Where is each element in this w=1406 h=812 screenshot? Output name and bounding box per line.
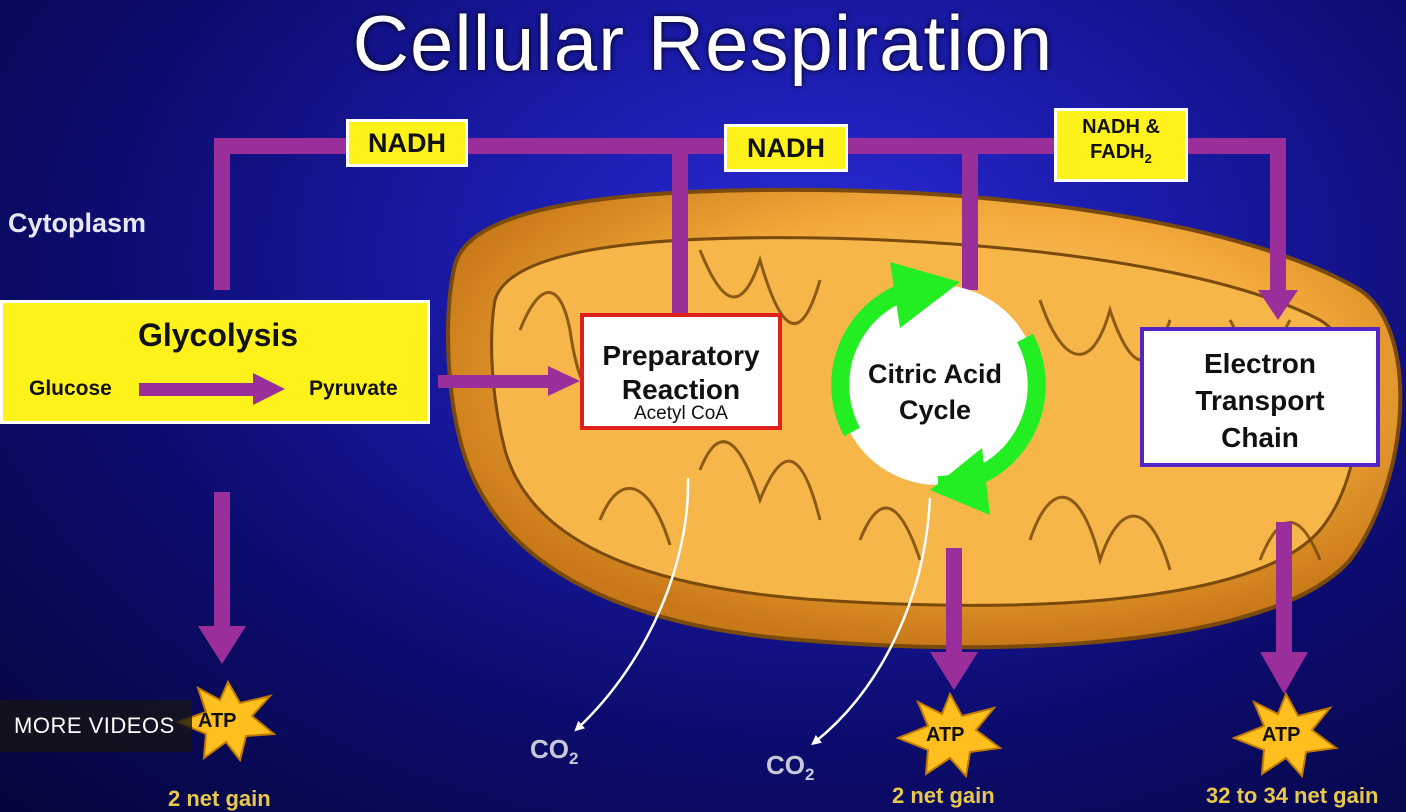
nadh-fadh-line2: FADH2: [1057, 140, 1185, 171]
nadh-fadh-line1: NADH &: [1082, 116, 1160, 138]
glucose-to-pyruvate-arrow: [139, 373, 285, 405]
citric-acid-cycle-ring: [831, 262, 1046, 515]
page-title: Cellular Respiration: [352, 0, 1054, 87]
co2-label-2: CO2: [766, 750, 814, 785]
net-gain-glycolysis: 2 net gain: [168, 786, 271, 811]
co2-base-2: CO: [766, 750, 805, 780]
atp-stars: [175, 679, 1339, 779]
atp-label-1: ATP: [198, 710, 237, 732]
arrow-to-etc: [1258, 290, 1298, 320]
co2-sub-2: 2: [805, 765, 815, 785]
nadh-label-2-text: NADH: [747, 133, 825, 163]
preparatory-title: Preparatory Reaction: [584, 339, 778, 407]
glycolysis-box: Glycolysis Glucose Pyruvate: [0, 300, 430, 424]
etc-title: Electron Transport Chain: [1144, 345, 1376, 456]
preparatory-reaction-box: Preparatory Reaction Acetyl CoA: [580, 313, 782, 430]
net-gain-etc: 32 to 34 net gain: [1206, 783, 1379, 808]
glycolysis-title: Glycolysis: [137, 317, 299, 353]
atp-arrows: [198, 492, 1308, 694]
glucose-label: Glucose: [29, 377, 112, 400]
fadh-base: FADH: [1090, 141, 1145, 163]
co2-base-1: CO: [530, 734, 569, 764]
acetyl-coa-label: Acetyl CoA: [634, 403, 728, 424]
more-videos-button[interactable]: MORE VIDEOS: [0, 700, 192, 752]
preparatory-line1: Preparatory: [602, 340, 760, 371]
nadh-label-1: NADH: [346, 119, 468, 167]
fadh-subscript: 2: [1144, 151, 1152, 166]
nadh-label-1-text: NADH: [368, 128, 446, 158]
citric-line1: Citric Acid: [867, 359, 1003, 389]
citric-line2: Cycle: [898, 395, 972, 425]
nadh-fadh-label: NADH & FADH2: [1054, 108, 1188, 182]
cytoplasm-label: Cytoplasm: [8, 208, 147, 238]
net-gain-citric: 2 net gain: [892, 783, 995, 808]
nadh-label-2: NADH: [724, 124, 848, 172]
preparatory-line2: Reaction: [621, 374, 741, 405]
etc-line2: Transport: [1195, 385, 1325, 416]
arrow-pyruvate-to-prep: [438, 366, 580, 396]
electron-transport-chain-box: Electron Transport Chain: [1140, 327, 1380, 467]
etc-line3: Chain: [1221, 422, 1299, 453]
pyruvate-label: Pyruvate: [309, 377, 398, 400]
co2-label-1: CO2: [530, 734, 578, 769]
co2-arrows: [574, 477, 932, 746]
etc-line1: Electron: [1203, 348, 1317, 379]
citric-acid-cycle-label: Citric Acid Cycle: [840, 356, 1030, 428]
co2-sub-1: 2: [569, 749, 579, 769]
atp-label-2: ATP: [926, 724, 965, 746]
atp-label-3: ATP: [1262, 724, 1301, 746]
